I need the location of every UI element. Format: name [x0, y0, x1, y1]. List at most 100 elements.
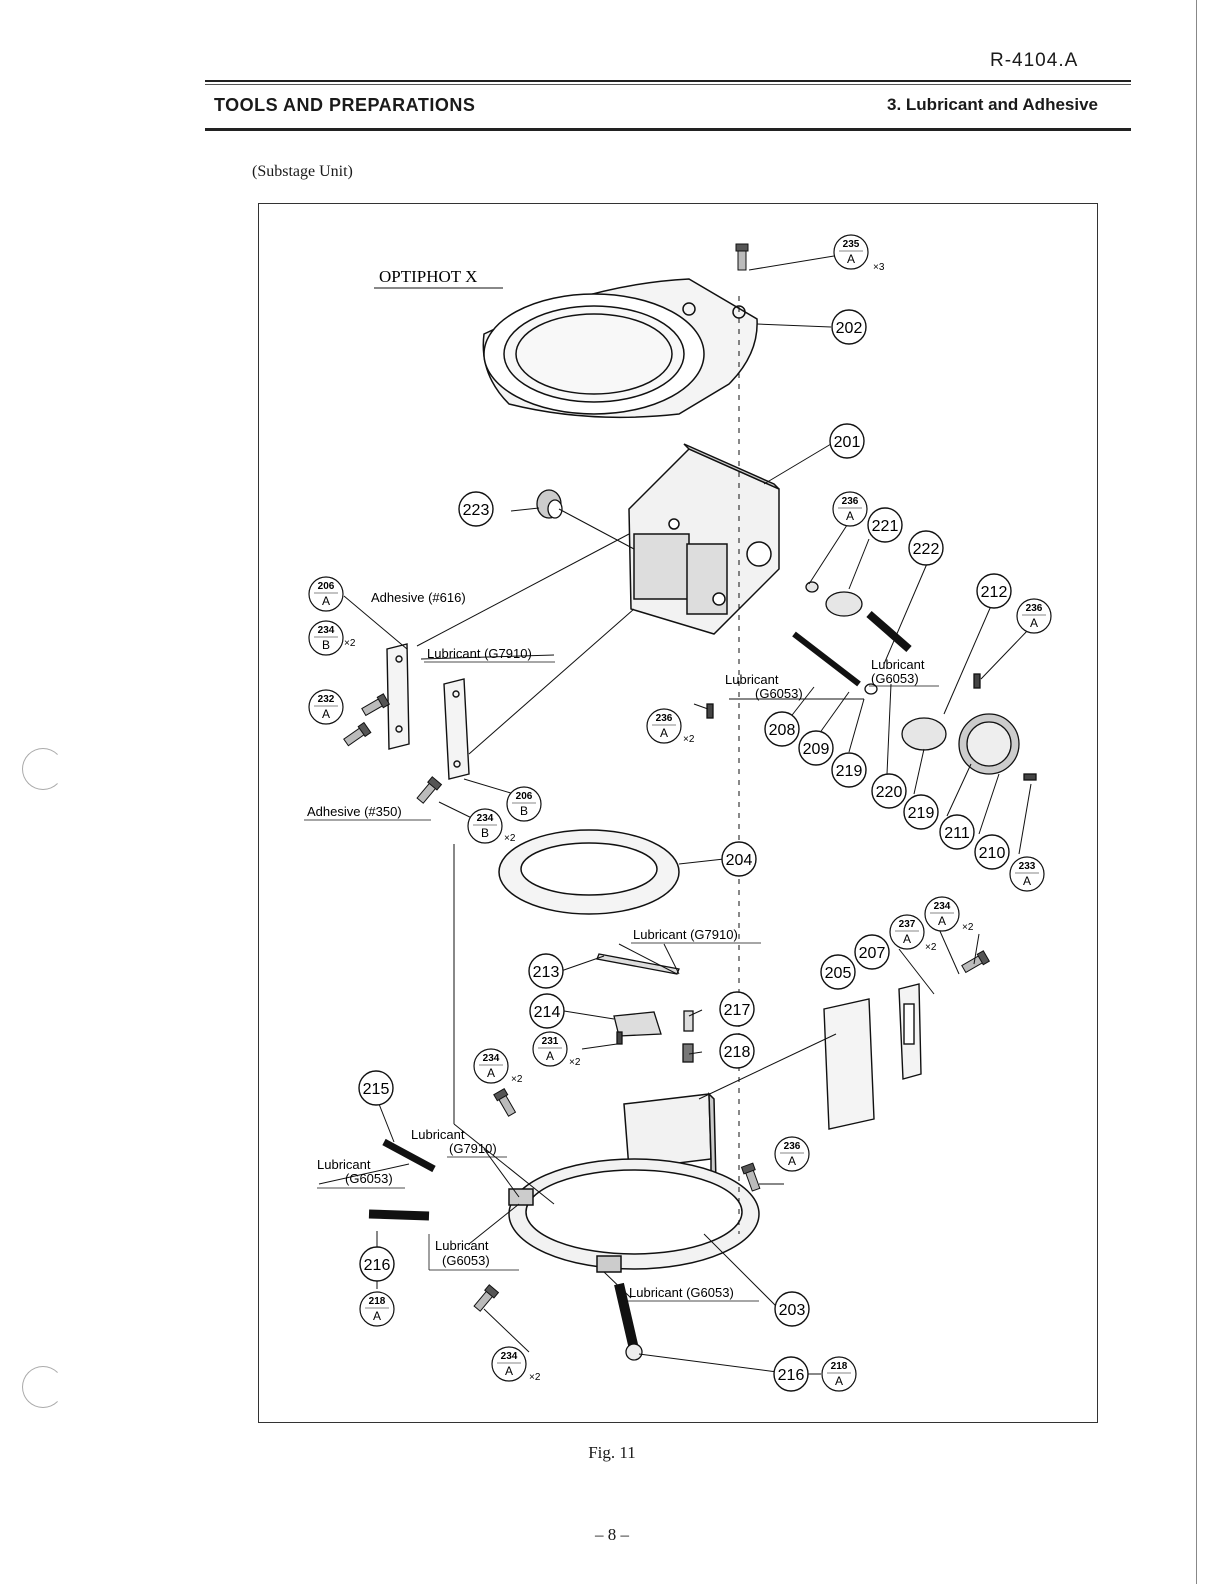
part-callout-204: 204 — [721, 841, 757, 877]
part-callout-206a: 206 A — [308, 576, 344, 612]
part-suffix: A — [322, 594, 330, 608]
part-shaft-assembly — [706, 581, 1037, 781]
part-number: 206 — [516, 791, 533, 802]
part-suffix: A — [322, 707, 330, 721]
part-carrier-203 — [508, 1092, 760, 1273]
part-suffix: A — [938, 914, 946, 928]
part-screw-234b-bottom — [415, 776, 442, 805]
exploded-diagram-frame: OPTIPHOT X 235 A ×3 202 201 223 236 A 22… — [258, 203, 1098, 1423]
quantity-label: ×2 — [504, 833, 516, 844]
part-number: 234 — [318, 625, 335, 636]
part-suffix: A — [505, 1364, 513, 1378]
page-edge-line — [1196, 0, 1197, 1584]
section-title: TOOLS AND PREPARATIONS — [214, 95, 476, 115]
model-name-label: OPTIPHOT X — [379, 267, 477, 286]
part-callout-205: 205 — [820, 954, 856, 990]
part-screw-234a-mid — [493, 1088, 518, 1118]
part-number: 235 — [843, 239, 860, 250]
part-knobs-215-216 — [368, 1138, 643, 1361]
lubricant-g7910-mid-label: Lubricant (G7910) — [633, 927, 738, 942]
quantity-label: ×2 — [925, 942, 937, 953]
part-callout-216b: 216 — [773, 1356, 809, 1392]
part-number: 236 — [784, 1141, 801, 1152]
model-title: OPTIPHOT X — [374, 267, 503, 289]
lubricant-g7910-low-line1: Lubricant — [411, 1127, 465, 1142]
part-number: 216 — [778, 1367, 805, 1384]
part-number: 207 — [859, 945, 886, 962]
part-callout-234e: 234 A ×2 — [491, 1346, 541, 1383]
lubricant-g7910-top-label: Lubricant (G7910) — [427, 646, 532, 661]
part-screw-232 — [342, 722, 372, 748]
part-callout-208: 208 — [764, 711, 800, 747]
part-number: 219 — [836, 763, 863, 780]
quantity-label: ×2 — [344, 638, 356, 649]
lubricant-g6053-d-line2: (G6053) — [442, 1253, 490, 1268]
quantity-label: ×2 — [529, 1372, 541, 1383]
part-callout-206b: 206 B — [506, 786, 542, 822]
part-callout-220: 220 — [871, 773, 907, 809]
part-plates-206 — [386, 643, 470, 780]
part-suffix: A — [546, 1049, 554, 1063]
lubricant-g6053-a-line1: Lubricant — [725, 672, 779, 687]
part-number: 211 — [944, 825, 970, 842]
part-number: 223 — [463, 502, 490, 519]
lubricant-g7910-low-line2: (G7910) — [449, 1141, 497, 1156]
part-suffix: B — [520, 804, 528, 818]
part-suffix: A — [660, 726, 668, 740]
part-number: 236 — [656, 713, 673, 724]
part-callout-234a: 234 B ×2 — [308, 620, 356, 656]
part-callout-236b: 236 A — [1016, 598, 1052, 634]
lubricant-g6053-a-line2: (G6053) — [755, 686, 803, 701]
quantity-label: ×2 — [569, 1057, 581, 1068]
page-number: – 8 – — [595, 1525, 629, 1544]
part-callout-219b: 219 — [903, 794, 939, 830]
part-number: 208 — [769, 722, 796, 739]
part-callout-210: 210 — [974, 834, 1010, 870]
part-number: 234 — [483, 1053, 500, 1064]
part-callout-211: 211 — [939, 814, 975, 850]
part-callout-218a: 218 A — [359, 1291, 395, 1327]
lubricant-g6053-c-line2: (G6053) — [345, 1171, 393, 1186]
part-knob-223 — [536, 489, 563, 519]
part-callout-218b: 218 A — [821, 1356, 857, 1392]
part-callout-222: 222 — [908, 530, 944, 566]
binder-hole-bottom — [22, 1366, 64, 1408]
part-number: 232 — [318, 694, 335, 705]
part-callout-221: 221 — [867, 507, 903, 543]
header-rule-top — [205, 80, 1131, 82]
document-code: R-4104.A — [990, 50, 1079, 71]
part-callout-217: 217 — [719, 991, 755, 1027]
part-suffix: A — [788, 1154, 796, 1168]
part-number: 210 — [979, 845, 1006, 862]
part-callout-234b: 234 B ×2 — [467, 808, 516, 844]
header-rule-bottom — [205, 128, 1131, 131]
part-suffix: A — [847, 252, 855, 266]
part-suffix: A — [373, 1309, 381, 1323]
part-suffix: A — [487, 1066, 495, 1080]
part-number: 218 — [831, 1361, 848, 1372]
part-number: 219 — [908, 805, 935, 822]
leader-lines — [318, 255, 1032, 1373]
part-screw-235 — [735, 243, 749, 271]
part-number: 201 — [834, 434, 861, 451]
exploded-diagram: OPTIPHOT X 235 A ×3 202 201 223 236 A 22… — [304, 234, 1052, 1392]
adhesive-616-label: Adhesive (#616) — [371, 590, 466, 605]
part-callout-235: 235 A ×3 — [833, 234, 885, 273]
part-stage-plate-202 — [482, 278, 758, 419]
quantity-label: ×3 — [873, 262, 885, 273]
part-callout-212: 212 — [976, 573, 1012, 609]
part-callout-234c: 234 A ×2 — [924, 896, 974, 933]
lubricant-g6053-b-line1: Lubricant — [871, 657, 925, 672]
part-ring-204 — [498, 829, 680, 915]
part-callout-209: 209 — [798, 730, 834, 766]
part-number: 215 — [363, 1081, 390, 1098]
part-suffix: B — [481, 826, 489, 840]
part-number: 213 — [533, 964, 560, 981]
part-number: 212 — [981, 584, 1008, 601]
part-number: 218 — [724, 1044, 751, 1061]
lubricant-g6053-d-line1: Lubricant — [435, 1238, 489, 1253]
part-callout-233: 233 A — [1009, 856, 1045, 892]
quantity-label: ×2 — [962, 922, 974, 933]
part-callout-215: 215 — [358, 1070, 394, 1106]
part-callout-219a: 219 — [831, 752, 867, 788]
